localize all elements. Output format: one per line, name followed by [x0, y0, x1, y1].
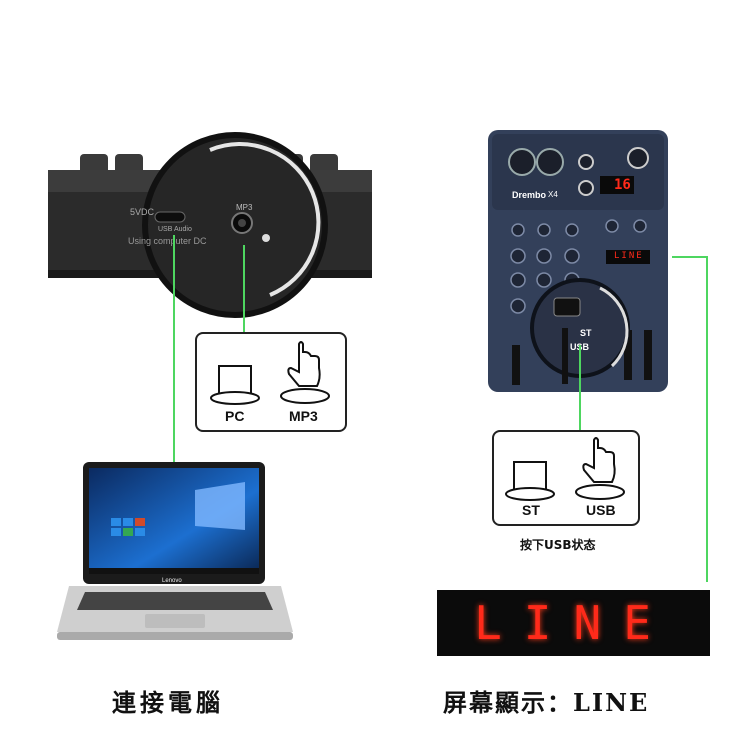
connector-line-switch	[579, 345, 581, 430]
panel-bottom-text: Using computer DC	[128, 236, 207, 246]
usb-audio-label: USB Audio	[158, 226, 192, 233]
pointing-finger-icon	[575, 437, 625, 500]
caption-connect-computer: 連接電腦	[112, 688, 224, 717]
switch-box-pc-mp3: PC MP3	[195, 332, 347, 432]
laptop-image	[57, 462, 293, 640]
led-display-text: LINE	[474, 596, 673, 650]
mixer-small-display: LINE	[614, 251, 644, 261]
mixer-digit-display: 16	[614, 177, 631, 193]
mp3-port-label: MP3	[236, 203, 253, 212]
connector-line-mp3	[243, 245, 245, 333]
button-label-st: ST	[522, 502, 540, 518]
connector-line-display-h	[672, 256, 708, 258]
mixer-brand: Drembo	[512, 190, 547, 200]
device-rear-panel	[48, 132, 372, 318]
led-display: LINE	[437, 590, 710, 656]
pointing-finger-icon	[280, 341, 330, 404]
button-label-pc: PC	[225, 408, 245, 424]
mixer-st-label: ST	[580, 328, 592, 338]
button-label-usb: USB	[586, 502, 616, 518]
laptop-brand: Lenovo	[162, 578, 182, 584]
switch-box-st-usb: ST USB	[492, 430, 640, 526]
usb-state-note: 按下USB状态	[520, 538, 596, 552]
connector-line-display-v	[706, 256, 708, 582]
button-up-icon	[505, 461, 555, 501]
button-label-mp3: MP3	[289, 408, 318, 424]
connector-line-laptop	[173, 235, 175, 467]
button-up-icon	[210, 365, 260, 405]
mixer-panel	[488, 130, 668, 392]
caption-screen-display: 屏幕顯示：LINE	[443, 688, 650, 717]
mixer-model-badge: X4	[548, 190, 558, 199]
dc-label: 5VDC	[130, 207, 155, 217]
